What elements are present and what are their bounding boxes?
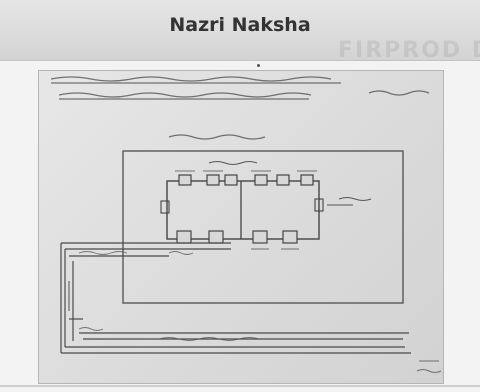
inner-building (166, 180, 320, 240)
slide-title: Nazri Naksha (169, 14, 311, 36)
title-bar: FIRPROD D Nazri Naksha (0, 0, 480, 63)
outer-boundary (122, 150, 404, 304)
room-markers-bottom (176, 230, 298, 244)
handwritten-header (50, 76, 430, 140)
scanned-sketch-map-image (38, 70, 444, 384)
bullet-dot (257, 64, 260, 67)
sketch-map-drawing (50, 76, 442, 373)
room-markers-top (178, 174, 314, 186)
road-lines (60, 242, 411, 354)
background-watermark: FIRPROD D (338, 38, 480, 63)
bottom-divider (0, 385, 480, 387)
